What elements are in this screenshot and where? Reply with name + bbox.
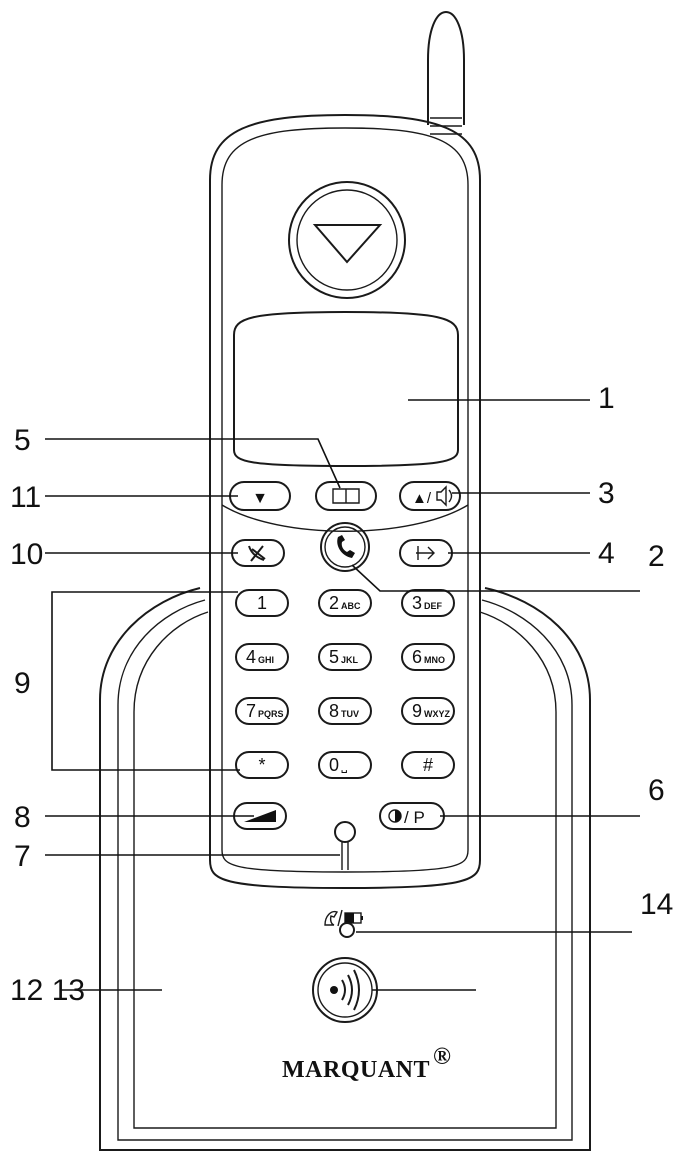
nav-up-volume-key[interactable]: ▲/ xyxy=(399,481,461,511)
earpiece xyxy=(288,181,406,299)
power-icon xyxy=(388,809,402,823)
antenna xyxy=(427,10,465,125)
pause-label: / P xyxy=(404,808,425,827)
page-button[interactable] xyxy=(312,957,378,1023)
callout-2: 2 xyxy=(648,540,665,573)
callout-3: 3 xyxy=(598,477,615,510)
digit-key-star[interactable]: * xyxy=(235,751,289,779)
redial-key[interactable] xyxy=(399,539,453,567)
phonebook-key[interactable] xyxy=(315,481,377,511)
leader-9 xyxy=(51,591,240,771)
callout-4: 4 xyxy=(598,537,615,570)
digit-key-letters: GHI xyxy=(258,655,274,665)
speaker-icon xyxy=(436,485,453,507)
nav-down-key[interactable]: ▼ xyxy=(229,481,291,511)
book-icon xyxy=(332,488,360,504)
brand-mark: ® xyxy=(433,1044,451,1070)
charge-led xyxy=(339,922,355,938)
callout-6: 6 xyxy=(648,774,665,807)
digit-key-letters: DEF xyxy=(424,601,443,611)
leader-5 xyxy=(45,438,341,489)
digit-key-letters: WXYZ xyxy=(424,709,451,719)
digit-key-label: # xyxy=(423,755,433,775)
nav-down-icon: ▼ xyxy=(252,490,268,507)
display xyxy=(233,310,459,468)
mute-icon xyxy=(248,545,266,562)
digit-key-label: * xyxy=(258,755,265,775)
digit-key-letters: PQRS xyxy=(258,709,284,719)
charge-indicator xyxy=(324,909,363,938)
brand-name: MARQUANT xyxy=(282,1057,430,1083)
handset-body xyxy=(209,113,481,890)
digit-key-letters: JKL xyxy=(341,655,359,665)
page-signal-icon xyxy=(330,969,360,1011)
callout-9: 9 xyxy=(14,667,31,700)
volume-wedge-icon xyxy=(244,810,276,822)
mute-key[interactable] xyxy=(231,539,285,567)
callout-8: 8 xyxy=(14,801,31,834)
digit-key-letters: MNO xyxy=(424,655,445,665)
digit-key-label: 1 xyxy=(257,593,267,613)
arrow-right-icon xyxy=(416,546,435,560)
keypad: ▼ ▲/ xyxy=(229,481,461,870)
power-pause-key[interactable]: / P xyxy=(379,802,445,830)
leader-2 xyxy=(351,564,640,592)
brand-logo: MARQUANT ® xyxy=(282,1044,451,1083)
digit-key-1[interactable]: 1 xyxy=(235,589,289,617)
leader-lines xyxy=(45,399,640,991)
callout-14: 14 xyxy=(640,888,673,921)
handset-icon xyxy=(337,535,355,558)
callout-5: 5 xyxy=(14,424,31,457)
handset xyxy=(209,10,481,890)
base-station xyxy=(99,587,591,1151)
callout-10: 10 xyxy=(10,538,43,571)
callout-numbers: 1 5 11 3 10 4 2 9 6 8 7 14 12 13 xyxy=(10,382,673,1007)
nav-up-icon: ▲/ xyxy=(412,490,432,507)
callout-7: 7 xyxy=(14,840,31,873)
callout-11: 11 xyxy=(10,481,41,514)
digit-key-letters: ABC xyxy=(341,601,361,611)
digit-key-label: 0␣ xyxy=(329,755,348,775)
callout-12-13: 12 13 xyxy=(10,974,85,1007)
digit-key-0[interactable]: 0␣ xyxy=(318,751,372,779)
digit-key-letters: ␣ xyxy=(341,763,348,774)
talk-key[interactable] xyxy=(320,522,370,572)
digit-key-letters: TUV xyxy=(341,709,359,719)
digit-key-hash[interactable]: # xyxy=(401,751,455,779)
microphone xyxy=(334,821,356,870)
callout-1: 1 xyxy=(598,382,615,415)
handset-battery-icon xyxy=(324,909,363,927)
